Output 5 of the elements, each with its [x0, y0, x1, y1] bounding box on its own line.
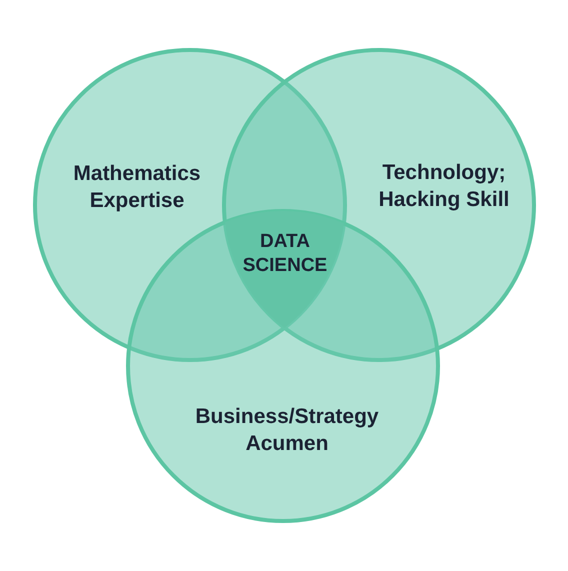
venn-intersection [224, 211, 344, 328]
intersection-label: DATA SCIENCE [242, 230, 328, 278]
circle-label: Mathematics Expertise [72, 161, 202, 214]
circle-label: Technology; Hacking Skill [378, 160, 510, 213]
circle-label: Business/Strategy Acumen [194, 404, 380, 457]
